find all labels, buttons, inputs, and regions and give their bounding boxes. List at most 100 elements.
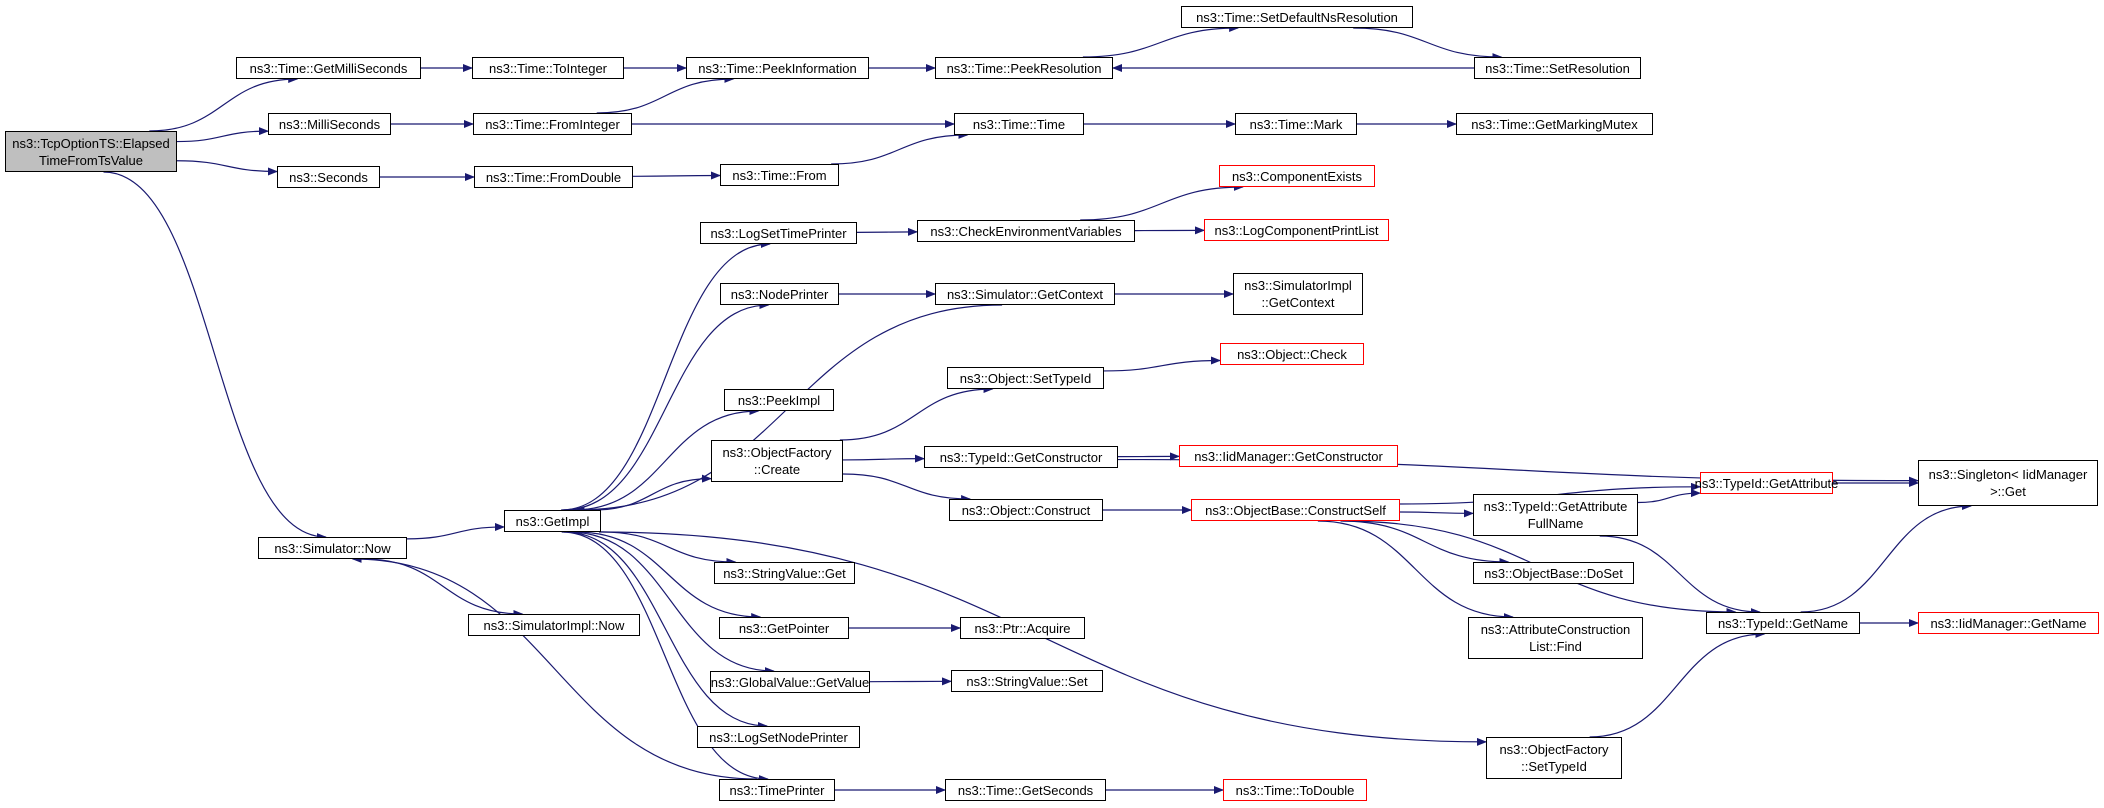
node-tidgetname[interactable]: ns3::TypeId::GetName: [1706, 612, 1860, 634]
node-label: ns3::StringValue::Set: [966, 673, 1087, 690]
node-getpointer[interactable]: ns3::GetPointer: [719, 617, 849, 639]
node-iidgetname[interactable]: ns3::IidManager::GetName: [1918, 612, 2099, 634]
node-getseconds[interactable]: ns3::Time::GetSeconds: [945, 779, 1106, 801]
node-timeprinter[interactable]: ns3::TimePrinter: [719, 779, 835, 801]
node-peekres[interactable]: ns3::Time::PeekResolution: [935, 57, 1113, 79]
edge-root-to-ms: [176, 127, 269, 143]
node-label-line: ns3::LogSetNodePrinter: [709, 729, 848, 745]
edge-root-to-simnow: [103, 171, 327, 541]
node-strvalget[interactable]: ns3::StringValue::Get: [714, 562, 855, 584]
node-label-line: ns3::SimulatorImpl: [1244, 278, 1352, 293]
node-objcheck[interactable]: ns3::Object::Check: [1220, 343, 1364, 365]
edge-obconstructself-to-attrconstr: [1317, 520, 1514, 621]
node-label-line: ns3::GlobalValue::GetValue: [710, 674, 870, 690]
edge-simnow-to-simimplnow: [364, 558, 524, 618]
node-label-line: List::Find: [1529, 639, 1582, 654]
node-sec[interactable]: ns3::Seconds: [277, 166, 380, 188]
node-logsetnp[interactable]: ns3::LogSetNodePrinter: [697, 726, 860, 748]
node-ofsettid[interactable]: ns3::ObjectFactory::SetTypeId: [1486, 737, 1622, 779]
node-ms[interactable]: ns3::MilliSeconds: [268, 113, 391, 135]
node-tidgetctor[interactable]: ns3::TypeId::GetConstructor: [924, 446, 1118, 468]
node-label-line: ns3::ObjectBase::ConstructSelf: [1205, 502, 1386, 518]
node-setdef[interactable]: ns3::Time::SetDefaultNsResolution: [1181, 6, 1413, 28]
node-label-line: ns3::Time::Mark: [1249, 116, 1343, 132]
node-label-line: TimeFromTsValue: [38, 152, 144, 168]
node-simgetctx[interactable]: ns3::Simulator::GetContext: [935, 283, 1115, 305]
node-label: ns3::TypeId::GetName: [1718, 615, 1848, 632]
node-label-line: ns3::Time::SetResolution: [1485, 60, 1630, 76]
node-compexists[interactable]: ns3::ComponentExists: [1219, 165, 1375, 187]
node-setres[interactable]: ns3::Time::SetResolution: [1474, 57, 1641, 79]
node-label-line: ns3::NodePrinter: [730, 286, 829, 302]
edge-tidgetattrfull-to-tidgetname: [1599, 535, 1761, 616]
node-iidgetctor[interactable]: ns3::IidManager::GetConstructor: [1179, 445, 1398, 467]
node-label: ns3::LogSetNodePrinter: [709, 729, 848, 746]
edge-obconstructself-to-obdoset: [1340, 520, 1510, 566]
node-label-line: ns3::Time::GetMilliSeconds: [249, 60, 408, 76]
node-checkenv[interactable]: ns3::CheckEnvironmentVariables: [917, 220, 1135, 242]
node-label-line: ns3::ObjectFactory: [722, 445, 832, 460]
edge-getimpl-to-nodeprinter: [563, 301, 770, 511]
node-nodeprinter[interactable]: ns3::NodePrinter: [720, 283, 839, 305]
node-label: ns3::TypeId::GetConstructor: [940, 449, 1103, 466]
node-label-line: ns3::Seconds: [289, 169, 368, 185]
node-fromint[interactable]: ns3::Time::FromInteger: [473, 113, 632, 135]
node-label-line: ns3::TypeId::GetAttribute: [1483, 499, 1628, 514]
node-getmutex[interactable]: ns3::Time::GetMarkingMutex: [1456, 113, 1653, 135]
node-mark[interactable]: ns3::Time::Mark: [1235, 113, 1357, 135]
node-ptracquire[interactable]: ns3::Ptr::Acquire: [960, 617, 1085, 639]
node-label-line: ns3::Time::ToInteger: [488, 60, 607, 76]
node-todouble[interactable]: ns3::Time::ToDouble: [1223, 779, 1367, 801]
node-label: ns3::TypeId::GetAttribute: [1695, 475, 1839, 492]
node-label: ns3::Time::PeekResolution: [947, 60, 1102, 77]
node-ofcreate[interactable]: ns3::ObjectFactory::Create: [711, 440, 843, 482]
edge-ofsettid-to-tidgetname: [1589, 630, 1766, 738]
node-peekimpl[interactable]: ns3::PeekImpl: [724, 389, 834, 411]
node-label-line: ::SetTypeId: [1521, 759, 1587, 774]
node-peekinfo[interactable]: ns3::Time::PeekInformation: [686, 57, 869, 79]
node-logsettp[interactable]: ns3::LogSetTimePrinter: [700, 222, 857, 244]
node-simimplctx[interactable]: ns3::SimulatorImpl::GetContext: [1233, 273, 1363, 315]
node-label: ns3::Time::GetMilliSeconds: [250, 60, 408, 77]
node-objsettid[interactable]: ns3::Object::SetTypeId: [947, 367, 1104, 389]
node-label-line: ns3::TcpOptionTS::Elapsed: [12, 135, 170, 151]
node-strvalset[interactable]: ns3::StringValue::Set: [951, 670, 1103, 692]
node-label: ns3::Object::Construct: [962, 502, 1091, 519]
node-label-line: ::Create: [753, 462, 801, 477]
edge-root-to-getms: [149, 75, 299, 132]
node-singleton[interactable]: ns3::Singleton< IidManager>::Get: [1918, 460, 2098, 506]
edge-getimpl-to-strvalget: [600, 531, 737, 566]
node-toint[interactable]: ns3::Time::ToInteger: [472, 57, 624, 79]
edge-tidgetattrfull-to-tidgetattr: [1637, 489, 1701, 504]
node-getimpl[interactable]: ns3::GetImpl: [504, 510, 601, 532]
node-label: ns3::Object::SetTypeId: [960, 370, 1092, 387]
node-label: ns3::StringValue::Get: [723, 565, 846, 582]
node-from[interactable]: ns3::Time::From: [720, 164, 839, 186]
node-label: ns3::IidManager::GetConstructor: [1194, 448, 1383, 465]
node-gvgetvalue[interactable]: ns3::GlobalValue::GetValue: [710, 671, 870, 693]
node-label: ns3::Time::FromInteger: [485, 116, 620, 133]
node-label-line: ns3::Ptr::Acquire: [974, 620, 1071, 636]
node-obdoset[interactable]: ns3::ObjectBase::DoSet: [1473, 562, 1634, 584]
node-getms[interactable]: ns3::Time::GetMilliSeconds: [236, 57, 421, 79]
edge-getimpl-to-ofcreate: [593, 474, 712, 511]
node-label: ns3::LogComponentPrintList: [1214, 222, 1378, 239]
node-time[interactable]: ns3::Time::Time: [954, 113, 1084, 135]
node-label: ns3::Time::FromDouble: [486, 169, 621, 186]
node-objconstruct[interactable]: ns3::Object::Construct: [949, 499, 1103, 521]
edge-setdef-to-setres: [1353, 27, 1503, 61]
node-label-line: ns3::Object::SetTypeId: [959, 370, 1092, 386]
node-logcomplist[interactable]: ns3::LogComponentPrintList: [1204, 219, 1389, 241]
edge-ofcreate-to-objsettid: [839, 385, 994, 441]
node-simimplnow[interactable]: ns3::SimulatorImpl::Now: [468, 614, 640, 636]
node-label: ns3::Seconds: [289, 169, 368, 186]
node-label: ns3::Object::Check: [1237, 346, 1347, 363]
node-obconstructself[interactable]: ns3::ObjectBase::ConstructSelf: [1191, 499, 1400, 521]
node-simnow[interactable]: ns3::Simulator::Now: [258, 537, 407, 559]
node-tidgetattr[interactable]: ns3::TypeId::GetAttribute: [1695, 472, 1838, 494]
node-fromdbl[interactable]: ns3::Time::FromDouble: [474, 166, 633, 188]
